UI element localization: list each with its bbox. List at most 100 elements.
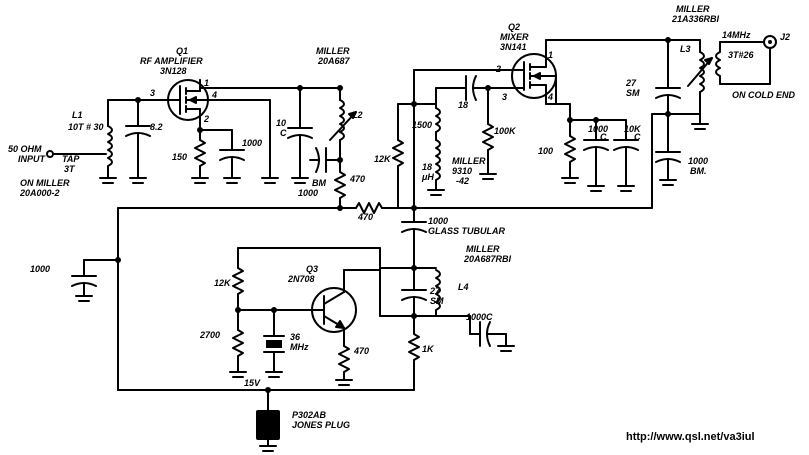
r-100k-label: 100K — [494, 126, 517, 136]
l-18uh — [427, 139, 445, 196]
r-470-a — [334, 159, 346, 209]
c-10-c-label: C — [280, 128, 287, 138]
miller-top: MILLER — [316, 46, 350, 56]
l3-link-winding — [715, 41, 771, 85]
input-50-ohm: 50 OHM — [8, 144, 42, 154]
q2-mixer — [505, 39, 557, 99]
r-150 — [191, 119, 245, 184]
l2-coil — [329, 87, 357, 161]
j2-connector — [763, 35, 777, 49]
r-470-emitter — [335, 339, 353, 386]
c-10 — [287, 87, 313, 184]
bm-1000-label: 1000 — [298, 188, 318, 198]
junction-dot — [567, 117, 573, 123]
r-470-b-label: 470 — [357, 212, 373, 222]
tap-label: TAP — [62, 154, 80, 164]
c-1000c-label: 1000C — [466, 312, 493, 322]
ground-symbols-left — [99, 177, 147, 184]
c-1000c-output — [413, 315, 515, 352]
q2-pin2: 2 — [495, 64, 501, 74]
q1-part: 3N128 — [160, 66, 187, 76]
c-1000-left — [71, 259, 119, 302]
l3-label: L3 — [680, 44, 691, 54]
plug-label-b: JONES PLUG — [292, 420, 350, 430]
q2-pin3: 3 — [502, 92, 507, 102]
miller-mid-part: 20A687RBI — [463, 254, 512, 264]
junction-dot — [593, 117, 599, 123]
c-1000-glass-label: 1000 — [428, 216, 448, 226]
source-url: http://www.qsl.net/va3iul — [626, 431, 755, 443]
c-18 — [435, 75, 507, 105]
c-1000-bm-b: BM. — [690, 166, 707, 176]
q2-part: 3N141 — [500, 42, 527, 52]
l4-label: L4 — [458, 282, 469, 292]
r-1k — [408, 315, 420, 391]
c-10-label: 10 — [276, 118, 286, 128]
tap-3t: 3T — [64, 164, 76, 174]
r-2700-label: 2700 — [199, 330, 220, 340]
r-12k-bias — [232, 247, 244, 311]
c-1000-left-label: 1000 — [30, 264, 50, 274]
c-1000-label: 1000 — [242, 138, 262, 148]
c-8p2 — [125, 99, 151, 179]
crystal-36mhz — [263, 309, 285, 378]
plug-label-a: P302AB — [292, 410, 327, 420]
r-100k — [479, 87, 497, 180]
c-10k-label: 10K — [624, 124, 642, 134]
l2-label: L2 — [352, 110, 363, 120]
miller-top-part: 20A687 — [317, 56, 351, 66]
q1-pin2: 2 — [203, 114, 209, 124]
miller-out-part: 21A336RBI — [671, 14, 720, 24]
l-18uh-label-a: 18 — [422, 162, 432, 172]
miller-9310-a: MILLER — [452, 156, 486, 166]
c-8p2-label: 8.2 — [150, 122, 163, 132]
q2-pin4: 4 — [547, 92, 553, 102]
bm-label: BM — [312, 178, 326, 188]
c-18-label: 18 — [458, 100, 468, 110]
c-27-sm-top — [655, 87, 681, 115]
c-1000-bm — [655, 113, 681, 186]
miller-9310-b: 9310 — [452, 166, 472, 176]
j2-label: J2 — [780, 32, 790, 42]
c-27-sm2-b: SM — [430, 296, 444, 306]
junction-dot — [665, 37, 671, 43]
input-label: INPUT — [18, 154, 47, 164]
supply-rail — [117, 207, 415, 391]
l3-supply-wire — [413, 113, 669, 209]
r-12k-bias-label: 12K — [214, 278, 232, 288]
r-150-label: 150 — [172, 152, 187, 162]
q2-pin1: 1 — [548, 50, 553, 60]
q1-desc: RF AMPLIFIER — [140, 56, 203, 66]
c-1000b-label: 1000 — [588, 124, 608, 134]
r-12k-top — [392, 103, 415, 209]
c-27-sm-a: 27 — [625, 78, 637, 88]
r-470-b — [339, 202, 399, 214]
q1-pin3: 3 — [150, 88, 155, 98]
q1-drain-line — [199, 79, 341, 89]
on-cold-end: ON COLD END — [732, 90, 796, 100]
glass-tubular-label: GLASS TUBULAR — [428, 226, 505, 236]
c-27-sm-b: SM — [626, 88, 640, 98]
c-1000-glass-tubular — [401, 207, 427, 269]
q1-pin4: 4 — [211, 90, 217, 100]
q3-transistor — [299, 269, 357, 341]
c-27-sm-osc — [401, 267, 427, 317]
q2-source-network — [545, 95, 639, 192]
c-bm-1000 — [309, 147, 341, 173]
input-connector — [46, 150, 99, 158]
freq-out: 14MHz — [722, 30, 751, 40]
c-1000b-c-label: C — [600, 132, 607, 142]
jones-plug — [256, 389, 280, 452]
q3-part: 2N708 — [287, 274, 315, 284]
on-miller-part: 20A000-2 — [19, 188, 60, 198]
miller-out: MILLER — [676, 4, 710, 14]
q1-pin1: 1 — [204, 78, 209, 88]
q3-ref: Q3 — [306, 264, 318, 274]
l3-turns: 3T#26 — [728, 50, 755, 60]
c-1500 — [413, 103, 441, 141]
c-1500-label: 1500 — [412, 120, 432, 130]
c-1000-bm-a: 1000 — [688, 156, 708, 166]
l1-coil — [97, 99, 139, 179]
l1-turns: 10T # 30 — [68, 122, 104, 132]
